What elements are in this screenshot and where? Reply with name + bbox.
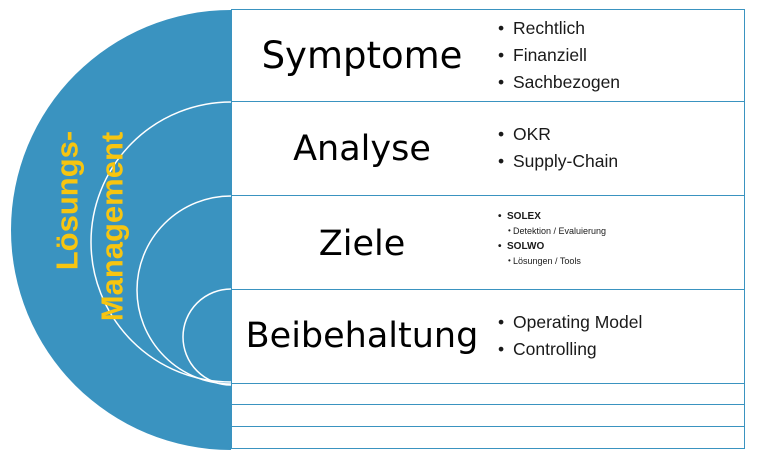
bullet-item: Operating Model	[498, 309, 642, 336]
bullet-item: Supply-Chain	[498, 148, 618, 175]
sub-bullet-item: Lösungen / Tools	[498, 254, 606, 268]
stage-bullets: OKR Supply-Chain	[498, 121, 618, 175]
ring-3	[182, 288, 232, 386]
bullet-item-solwo: SOLWO	[498, 240, 606, 254]
bullet-item: Rechtlich	[498, 15, 620, 42]
side-label-line-1: Lösungs-	[49, 130, 85, 271]
stage-box-beibehaltung: Beibehaltung Operating Model Controlling	[231, 289, 745, 384]
stage-title: Ziele	[318, 224, 406, 264]
bullet-item: OKR	[498, 121, 618, 148]
stage-bullets: SOLEX Detektion / Evaluierung SOLWO Lösu…	[498, 210, 606, 268]
stage-bullets: Rechtlich Finanziell Sachbezogen	[498, 15, 620, 96]
empty-row-2	[231, 404, 745, 427]
stage-bullets: Operating Model Controlling	[498, 309, 642, 363]
outer-half-disc	[11, 10, 231, 450]
sub-bullet-item: Detektion / Evaluierung	[498, 224, 606, 238]
ring-1	[90, 101, 232, 383]
bullet-item: Controlling	[498, 336, 642, 363]
stage-box-symptome: Symptome Rechtlich Finanziell Sachbezoge…	[231, 9, 745, 102]
bullet-item: Finanziell	[498, 42, 620, 69]
stage-title: Analyse	[293, 129, 431, 169]
stage-title: Symptome	[261, 34, 463, 77]
empty-row-1	[231, 383, 745, 405]
empty-row-3	[231, 426, 745, 449]
stage-box-analyse: Analyse OKR Supply-Chain	[231, 101, 745, 196]
stage-box-ziele: Ziele SOLEX Detektion / Evaluierung SOLW…	[231, 195, 745, 290]
bullet-item-solex: SOLEX	[498, 210, 606, 224]
bullet-item: Sachbezogen	[498, 69, 620, 96]
stage-title: Beibehaltung	[245, 316, 479, 356]
side-label-line-2: Management	[94, 131, 130, 322]
ring-2	[136, 195, 232, 385]
